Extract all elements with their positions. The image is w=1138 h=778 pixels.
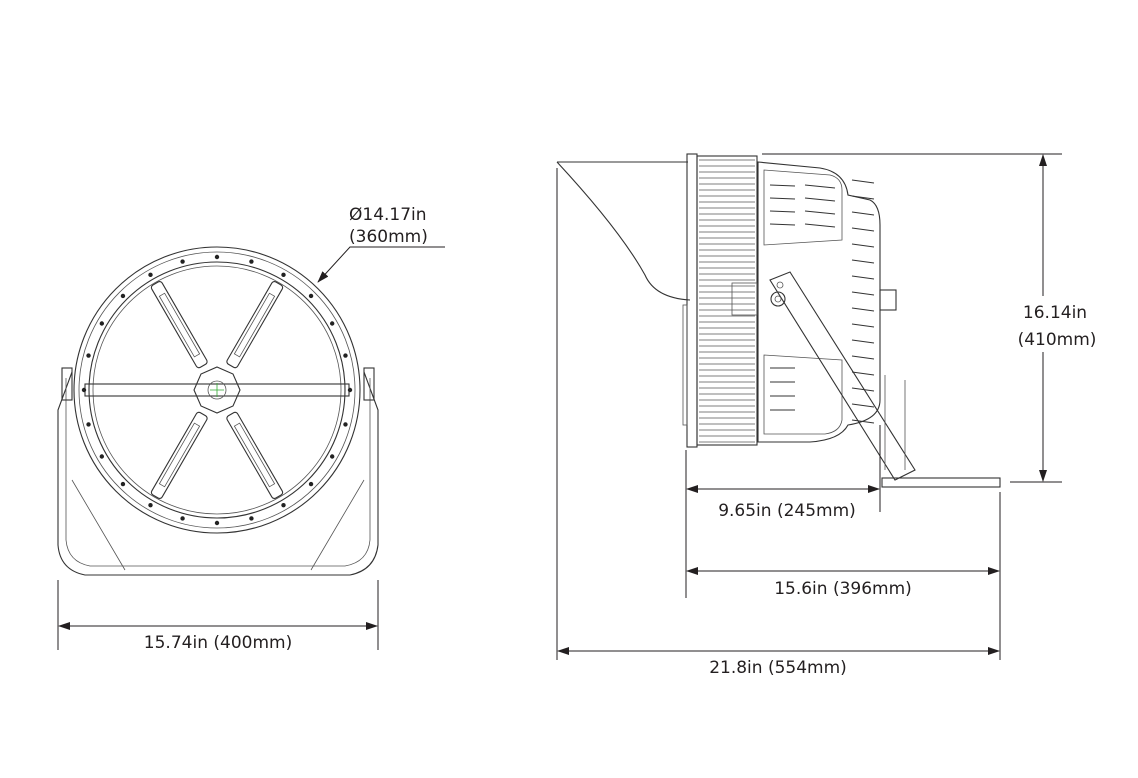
diameter-callout: Ø14.17in (360mm): [317, 205, 445, 283]
bolt-icon: [81, 387, 87, 393]
bolt-icon: [148, 272, 153, 278]
vent-slot: [804, 184, 836, 189]
vent-slot: [851, 371, 875, 376]
heatsink-fins: [696, 155, 758, 446]
vent-slot: [769, 184, 796, 187]
bolt-icon: [180, 516, 185, 521]
bolt-icon: [214, 254, 220, 260]
bolt-icon: [249, 516, 254, 521]
front-plate: [686, 153, 698, 448]
body-depth-dimension: 9.65in (245mm): [556, 168, 1001, 660]
bolt-icon: [99, 454, 105, 459]
vent-slot: [851, 179, 875, 184]
bolt-icon: [120, 481, 126, 487]
led-module: [150, 411, 208, 499]
total-depth-dimension: 21.8in (554mm): [557, 647, 1000, 678]
led-module: [150, 281, 208, 369]
vent-slot: [851, 323, 875, 328]
bolt-icon: [281, 502, 286, 508]
vent-slot: [851, 227, 875, 232]
vent-slot: [804, 197, 836, 202]
bolt-icon: [347, 387, 353, 393]
front-view: [57, 246, 379, 576]
driver-housing: [757, 161, 897, 443]
cable-gland: [879, 289, 897, 311]
vent-slot: [851, 307, 875, 312]
mount-depth-label: 15.6in (396mm): [774, 579, 912, 599]
bolt-icon: [343, 353, 348, 358]
vent-slot: [851, 339, 875, 344]
diameter-metric: (360mm): [349, 227, 428, 247]
bolt-icon: [148, 502, 153, 508]
led-module: [226, 281, 284, 369]
diameter-label: Ø14.17in: [349, 205, 427, 225]
vent-slot: [851, 195, 875, 200]
bolt-icon: [249, 259, 254, 264]
housing-vents: [769, 179, 875, 424]
vent-slot: [851, 355, 875, 360]
front-width-dimension: 15.74in (400mm): [57, 580, 379, 653]
visor-shade: [556, 161, 691, 301]
vent-slot: [851, 419, 875, 424]
vent-slot: [851, 403, 875, 408]
cross-bar: [84, 366, 350, 414]
vent-slot: [851, 259, 875, 264]
bolt-icon: [180, 259, 185, 264]
vent-slot: [851, 291, 875, 296]
body-depth-label: 9.65in (245mm): [718, 501, 856, 521]
mount-depth-dimension: 15.6in (396mm): [686, 567, 1000, 599]
bolt-icon: [329, 454, 335, 459]
ring-bolts: [81, 254, 353, 526]
vent-slot: [769, 210, 796, 213]
led-modules: [150, 281, 284, 499]
bolt-icon: [214, 520, 220, 526]
height-metric: (410mm): [1018, 330, 1097, 350]
bolt-icon: [99, 321, 105, 326]
vent-slot: [769, 223, 796, 226]
bolt-icon: [343, 422, 348, 427]
vent-slot: [851, 243, 875, 248]
vent-slot: [851, 387, 875, 392]
vent-slot: [769, 197, 796, 200]
vent-slot: [851, 275, 875, 280]
mounting-base: [881, 477, 1001, 488]
vent-slot: [851, 211, 875, 216]
vent-slot: [804, 210, 836, 215]
bolt-icon: [281, 272, 286, 278]
height-dimension: 16.14in (410mm): [762, 153, 1105, 483]
side-view: [556, 153, 1001, 488]
bolt-icon: [86, 422, 91, 427]
bolt-icon: [308, 293, 314, 299]
height-label: 16.14in: [1023, 303, 1087, 323]
total-depth-label: 21.8in (554mm): [709, 658, 847, 678]
led-module: [226, 411, 284, 499]
lens-ring: [73, 246, 361, 534]
yoke-bracket: [57, 367, 379, 576]
bolt-icon: [308, 481, 314, 487]
bolt-icon: [120, 293, 126, 299]
mounting-arm: [769, 271, 916, 481]
bolt-icon: [329, 321, 335, 326]
bolt-icon: [86, 353, 91, 358]
front-width-label: 15.74in (400mm): [144, 633, 292, 653]
vent-slot: [804, 223, 836, 228]
